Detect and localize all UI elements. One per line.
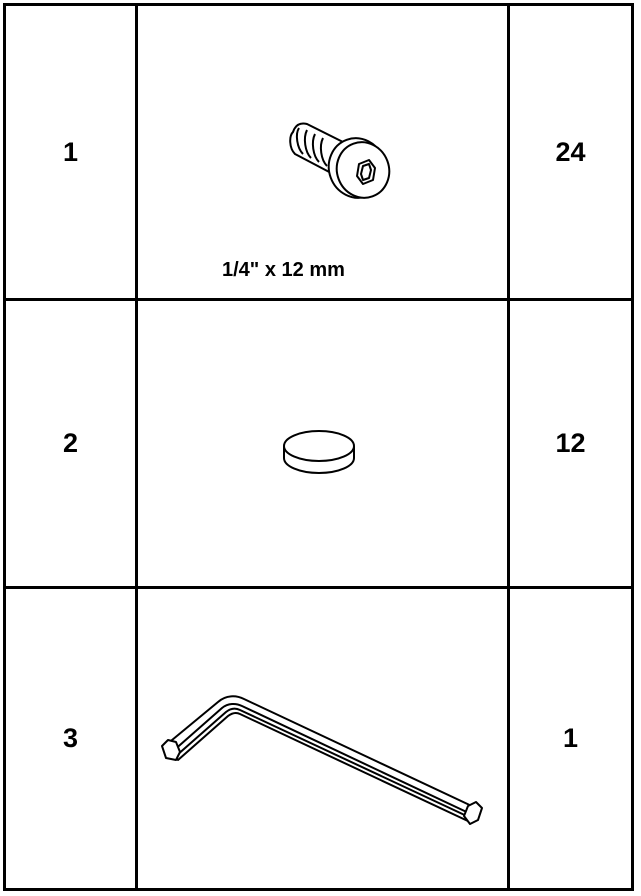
part-index: 1: [62, 136, 79, 167]
table-border-bottom: [3, 888, 634, 891]
screw-icon: [289, 122, 391, 199]
row-divider: [3, 586, 634, 589]
column-divider: [507, 3, 510, 891]
table-border-top: [3, 3, 634, 6]
part-quantity: 1: [562, 723, 579, 753]
part-index: 3: [62, 723, 79, 753]
part-index: 2: [62, 428, 79, 458]
row-divider: [3, 298, 634, 301]
table-border-left: [3, 3, 6, 891]
column-divider: [135, 3, 138, 891]
table-border-right: [631, 3, 634, 891]
hex-key-icon: [161, 695, 483, 825]
part-quantity: 24: [555, 136, 586, 167]
part-size-label: 1/4" x 12 mm: [222, 259, 345, 281]
part-quantity: 12: [555, 428, 586, 458]
cap-icon: [283, 430, 355, 474]
